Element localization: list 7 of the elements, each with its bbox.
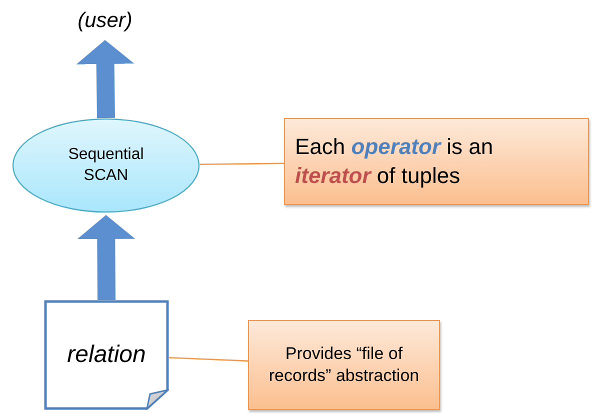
leader-line xyxy=(168,356,248,362)
note-box: Each operator is an iterator of tuples xyxy=(284,118,589,205)
operator-ellipse: Sequential SCAN xyxy=(12,118,200,213)
leader-line xyxy=(200,162,284,166)
document-shape: relation xyxy=(44,300,169,410)
actor-label: (user) xyxy=(55,4,155,38)
note-box: Provides “file of records” abstraction xyxy=(248,320,440,410)
